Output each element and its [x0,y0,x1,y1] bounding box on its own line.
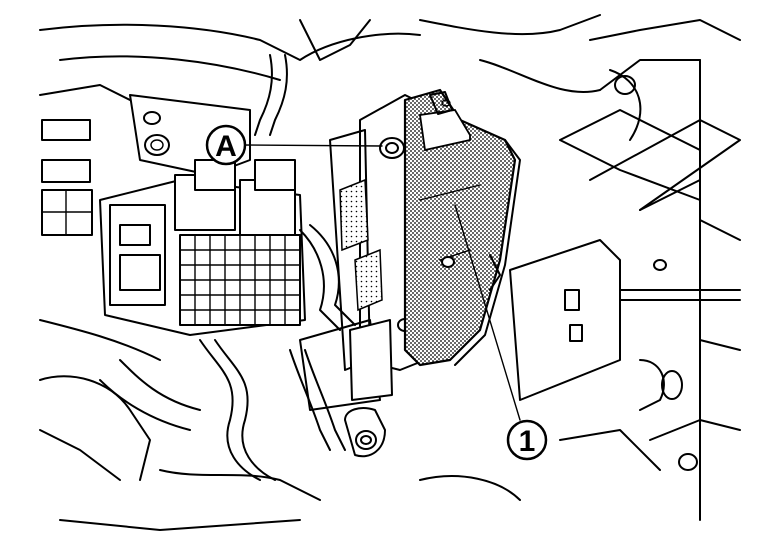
right-structure [509,119,741,521]
callout-1: 1 [506,419,548,461]
left-connector-blocks [41,119,93,236]
lower-bolt [344,407,386,458]
wire-harness [99,54,356,481]
bolt-a [379,137,405,159]
leader-lines [241,144,521,421]
callout-a-label: A [215,130,237,163]
background-structure [39,14,741,531]
callout-a: A [205,124,247,166]
control-unit [403,88,521,367]
fuse-grid [179,234,301,326]
callout-1-label: 1 [519,425,536,458]
fuse-junction-box [99,159,306,336]
